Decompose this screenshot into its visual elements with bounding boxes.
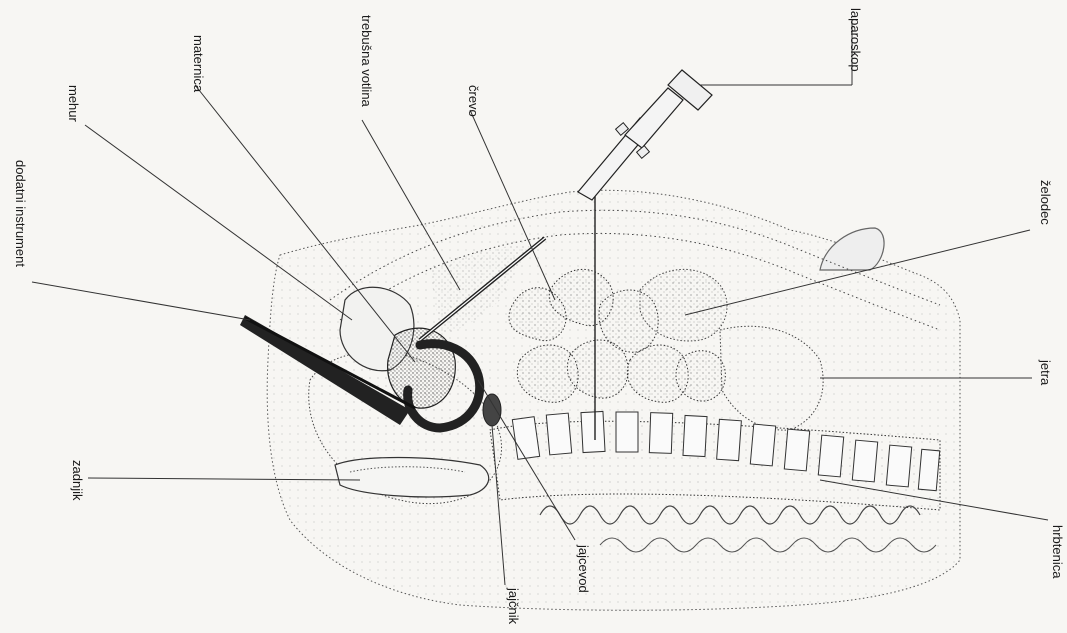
- leader-dodatni-instrument: [32, 282, 250, 320]
- label-crevo: črevo: [467, 85, 480, 117]
- label-jajcnik: jajčnik: [507, 588, 520, 624]
- label-zadnjik: zadnjik: [71, 460, 84, 500]
- label-laparoskop: laparoskop: [849, 8, 862, 72]
- breast-outline: [820, 228, 884, 270]
- label-dodatni-instrument: dodatni instrument: [14, 160, 27, 267]
- label-maternica: maternica: [192, 35, 205, 92]
- label-mehur: mehur: [67, 85, 80, 122]
- label-hrbtenica: hrbtenica: [1051, 525, 1064, 578]
- label-jetra: jetra: [1039, 360, 1052, 385]
- rectum: [335, 458, 489, 497]
- ovary: [483, 394, 501, 426]
- label-zelodec: želodec: [1039, 180, 1052, 225]
- leader-mehur: [85, 125, 352, 320]
- label-trebusna-votlina: trebušna votlina: [360, 15, 373, 107]
- label-jajcevod: jajcevod: [577, 545, 590, 593]
